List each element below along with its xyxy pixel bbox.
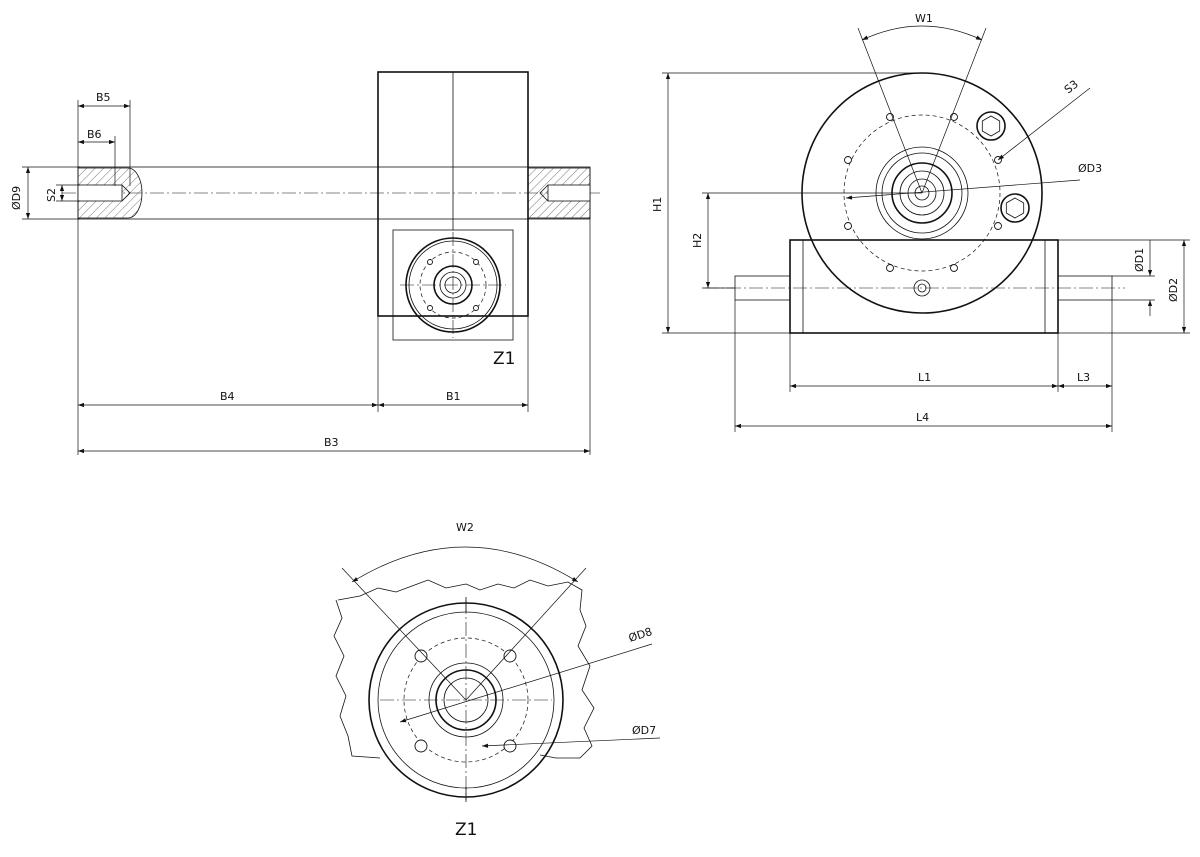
label-z1-side: Z1 bbox=[493, 349, 515, 369]
label-l3: L3 bbox=[1077, 371, 1090, 384]
label-b6: B6 bbox=[87, 128, 102, 141]
label-w2: W2 bbox=[456, 521, 474, 534]
label-w1: W1 bbox=[915, 12, 933, 25]
flange-frame bbox=[392, 229, 514, 341]
label-b3: B3 bbox=[324, 436, 339, 449]
label-d8: ØD8 bbox=[627, 625, 654, 645]
label-d1: ØD1 bbox=[1133, 248, 1146, 272]
label-s2: S2 bbox=[45, 188, 58, 202]
label-b5: B5 bbox=[96, 91, 111, 104]
gearbox-base bbox=[789, 239, 1059, 334]
drain-plug bbox=[1000, 193, 1030, 223]
detail-view-z1: W2 ØD8 ØD7 Z1 bbox=[333, 521, 661, 840]
label-d9: ØD9 bbox=[10, 186, 23, 210]
label-d2: ØD2 bbox=[1167, 278, 1180, 302]
label-h1: H1 bbox=[651, 197, 664, 212]
vent-plug bbox=[976, 111, 1006, 141]
label-s3: S3 bbox=[1062, 78, 1081, 97]
break-line-boundary bbox=[333, 579, 595, 759]
label-b4: B4 bbox=[220, 390, 235, 403]
label-l1: L1 bbox=[918, 371, 931, 384]
label-d7: ØD7 bbox=[632, 724, 656, 737]
label-b1: B1 bbox=[446, 390, 461, 403]
side-view: Z1 B5 B6 ØD9 S2 B4 B1 B3 bbox=[10, 71, 600, 455]
label-h2: H2 bbox=[691, 233, 704, 248]
label-l4: L4 bbox=[916, 411, 929, 424]
front-view: W1 S3 ØD3 H1 H2 ØD1 ØD2 L1 bbox=[651, 12, 1190, 432]
label-z1-detail: Z1 bbox=[455, 820, 477, 840]
label-d3: ØD3 bbox=[1078, 162, 1102, 175]
